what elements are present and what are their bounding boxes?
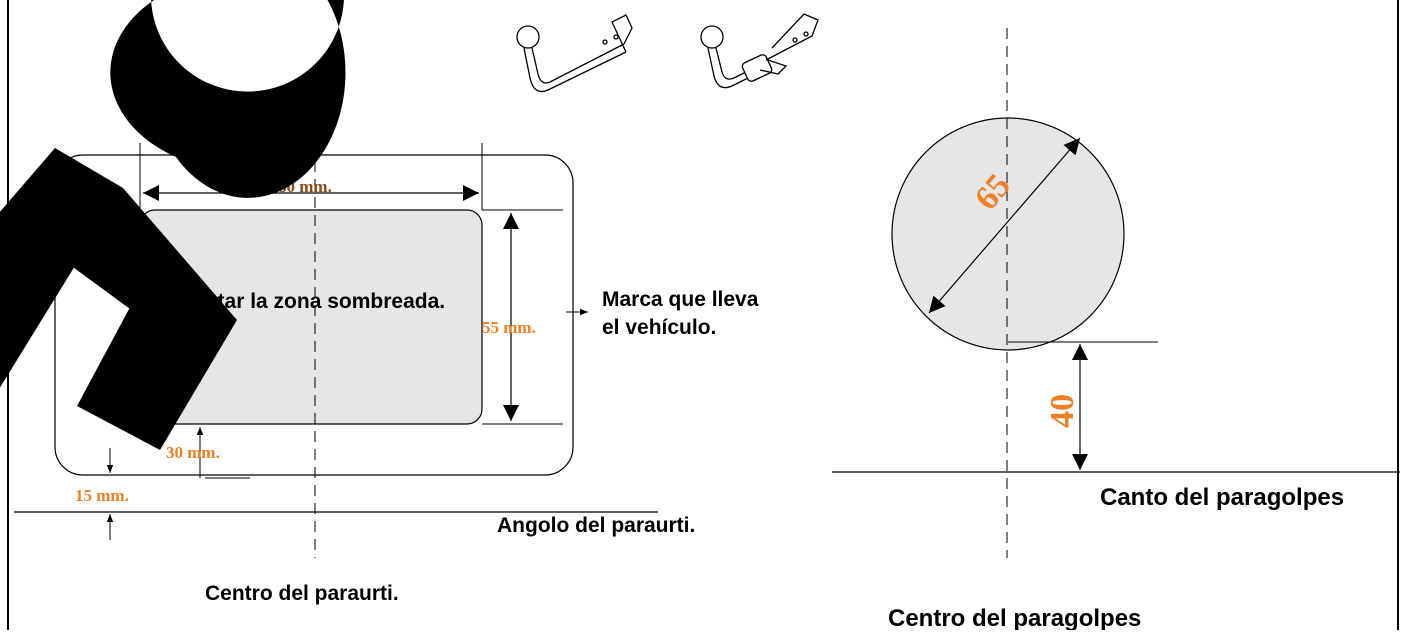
bumper-edge-label: Canto del paragolpes bbox=[1100, 484, 1344, 511]
cutout-circle bbox=[891, 117, 1125, 351]
height-dimension-label: 40 bbox=[1044, 394, 1081, 428]
bumper-edge-label: Angolo del paraurti. bbox=[497, 514, 695, 537]
edge-gap-label: 15 mm. bbox=[75, 486, 129, 505]
bumper-center-label: Centro del paragolpes bbox=[888, 605, 1141, 630]
cut-note: Recortar la zona sombreada. bbox=[158, 290, 445, 313]
no-watermark bbox=[0, 0, 346, 450]
brand-note-line2: el vehículo. bbox=[602, 316, 716, 339]
detachable-towbar-icon bbox=[700, 13, 819, 89]
bumper-center-label: Centro del paraurti. bbox=[205, 582, 399, 605]
diameter-dimension-arrow bbox=[928, 137, 1081, 314]
left-drawing: 80 mm. 55 mm. 30 mm. 15 mm. Recortar la … bbox=[14, 143, 759, 605]
height-dimension-label: 55 mm. bbox=[482, 318, 536, 337]
right-drawing: 65 40 Canto del paragolpes Centro del pa… bbox=[832, 28, 1400, 632]
bottom-gap-label: 30 mm. bbox=[166, 443, 220, 462]
brand-note-line1: Marca que lleva bbox=[602, 288, 759, 311]
fixed-towbar-icon bbox=[516, 14, 633, 93]
